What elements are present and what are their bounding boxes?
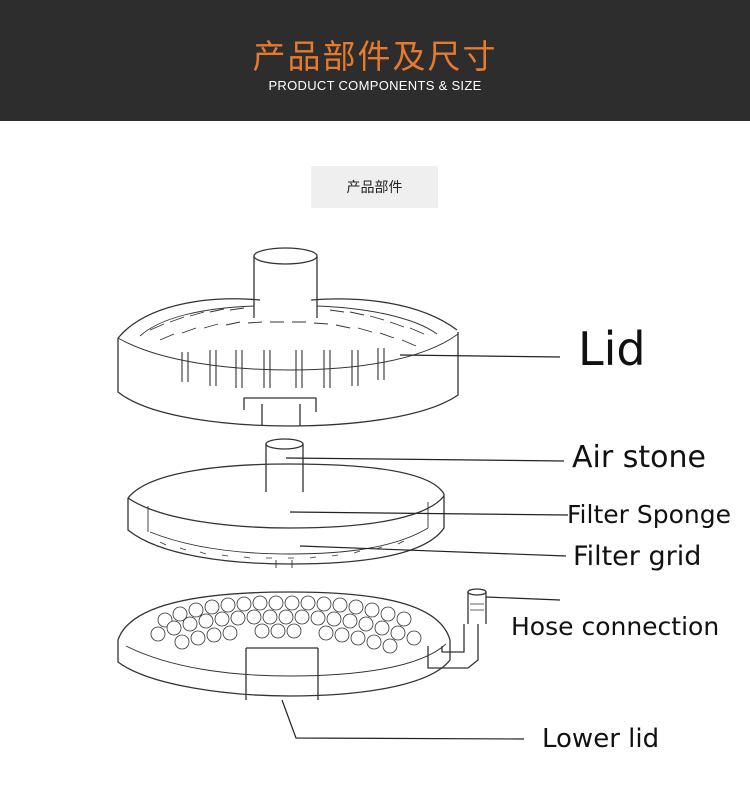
sponge-part — [127, 438, 445, 568]
section-tag: 产品部件 — [311, 166, 438, 208]
label-filter-sponge: Filter Sponge — [567, 500, 731, 529]
leader-filter-grid — [299, 545, 567, 557]
leader-filter-sponge — [289, 511, 569, 516]
page-title: 产品部件及尺寸 — [252, 37, 498, 76]
lid-part — [117, 247, 459, 427]
lower-lid-part — [117, 588, 487, 700]
leader-air-stone — [285, 457, 565, 462]
leader-lower-lid — [281, 699, 525, 740]
header-banner: 产品部件及尺寸 PRODUCT COMPONENTS & SIZE — [0, 0, 750, 121]
label-hose-connection: Hose connection — [511, 612, 720, 641]
leader-lid — [399, 354, 561, 358]
label-filter-grid: Filter grid — [573, 541, 702, 572]
label-air-stone: Air stone — [572, 440, 706, 475]
page-subtitle: PRODUCT COMPONENTS & SIZE — [268, 78, 482, 93]
leader-hose-connection — [485, 596, 561, 601]
label-lid: Lid — [578, 322, 646, 376]
label-lower-lid: Lower lid — [542, 724, 660, 754]
